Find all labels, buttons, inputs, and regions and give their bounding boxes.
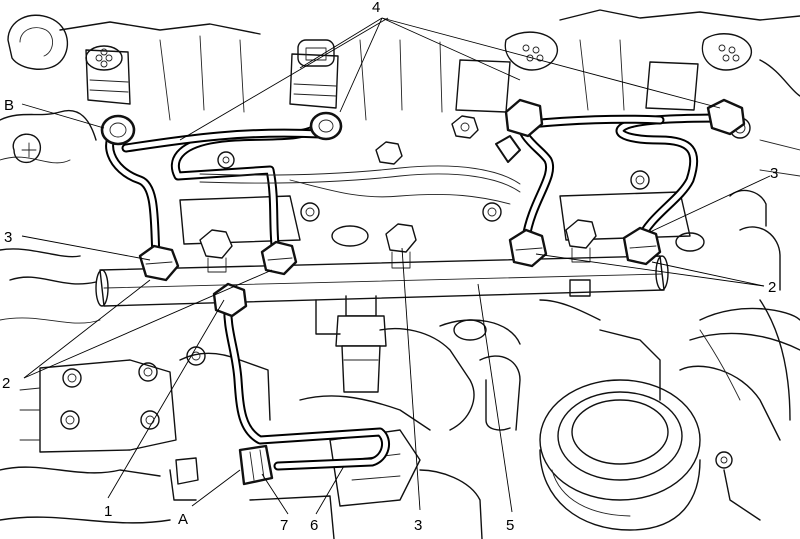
label-3-bottom: 3 <box>414 517 422 534</box>
label-7: 7 <box>280 517 288 534</box>
leader-lines <box>21 17 771 515</box>
label-3-right: 3 <box>770 165 778 182</box>
injector-1 <box>85 45 131 105</box>
injector-3 <box>455 31 559 113</box>
head-bolts <box>217 115 751 222</box>
nut-rail-4 <box>622 226 662 266</box>
pressure-sensor <box>335 295 387 393</box>
nut-supply-pump <box>238 444 274 486</box>
union-nuts <box>100 98 746 486</box>
label-4: 4 <box>372 0 380 16</box>
injector-4 <box>645 33 753 111</box>
nut-rail-1 <box>138 244 180 282</box>
nut-top-2 <box>309 111 343 141</box>
common-rail <box>95 255 669 307</box>
label-5: 5 <box>506 517 514 534</box>
intake-elbow <box>679 299 800 441</box>
lower-block <box>0 359 177 524</box>
label-B: B <box>4 97 14 114</box>
nut-rail-3 <box>508 228 548 268</box>
label-1: 1 <box>104 503 112 520</box>
nut-top-3 <box>495 98 544 163</box>
label-3-left: 3 <box>4 229 12 246</box>
rail-bolts <box>199 219 597 273</box>
nut-B <box>100 114 136 146</box>
intake-ring <box>539 379 701 531</box>
injector-2 <box>289 39 339 109</box>
label-A: A <box>178 511 188 528</box>
fuel-pipes <box>105 109 737 471</box>
nut-top-4 <box>706 98 746 136</box>
nut-rail-2 <box>260 240 298 276</box>
label-6: 6 <box>310 517 318 534</box>
nut-supply-rail <box>212 282 248 318</box>
callout-labels: 4 B 3 3 2 2 1 A 7 6 3 5 <box>2 0 778 534</box>
label-2-right: 2 <box>768 279 776 296</box>
label-2-left: 2 <box>2 375 10 392</box>
